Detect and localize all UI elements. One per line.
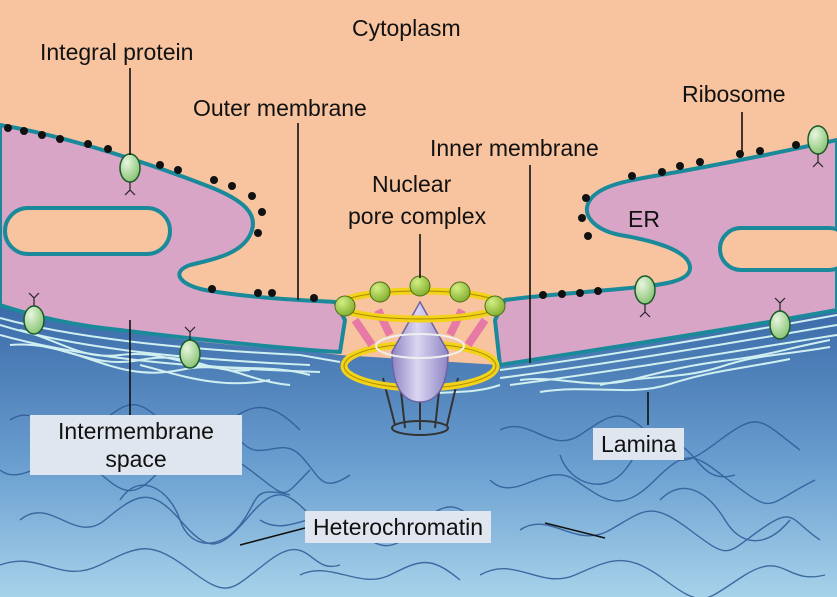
ribosomes — [4, 124, 800, 302]
label-nuclear-pore-line1: Nuclear — [372, 171, 452, 197]
pore-transport-ring — [375, 333, 465, 359]
nuclear-pore-complex — [334, 275, 506, 436]
label-er: ER — [628, 206, 660, 232]
label-integral-protein: Integral protein — [40, 39, 194, 65]
pore-basket-ring — [391, 420, 449, 436]
nucleoplasm — [0, 305, 837, 597]
pore-spokes-pink — [351, 308, 489, 348]
label-intermembrane-line2: space — [105, 446, 167, 472]
er-pocket-right — [718, 226, 837, 272]
label-cytoplasm: Cytoplasm — [352, 15, 461, 41]
label-intermembrane-space: Intermembrane space — [30, 415, 242, 475]
label-intermembrane-line1: Intermembrane — [58, 418, 214, 444]
label-nuclear-pore-line2: pore complex — [348, 203, 487, 229]
label-outer-membrane: Outer membrane — [193, 95, 367, 121]
protein-glycan-chains — [28, 154, 824, 340]
label-heterochromatin: Heterochromatin — [305, 511, 492, 543]
label-inner-membrane: Inner membrane — [430, 135, 599, 161]
pore-cytoplasmic-knobs — [334, 275, 506, 317]
pore-basket-rods — [382, 377, 459, 430]
er-pocket-left — [3, 206, 172, 256]
label-lamina: Lamina — [593, 428, 685, 460]
pore-central-core — [391, 300, 449, 403]
label-ribosome: Ribosome — [682, 81, 786, 107]
heterochromatin-fibers — [0, 404, 826, 597]
leader-lines — [129, 68, 743, 546]
perinuclear-membrane — [0, 123, 347, 354]
